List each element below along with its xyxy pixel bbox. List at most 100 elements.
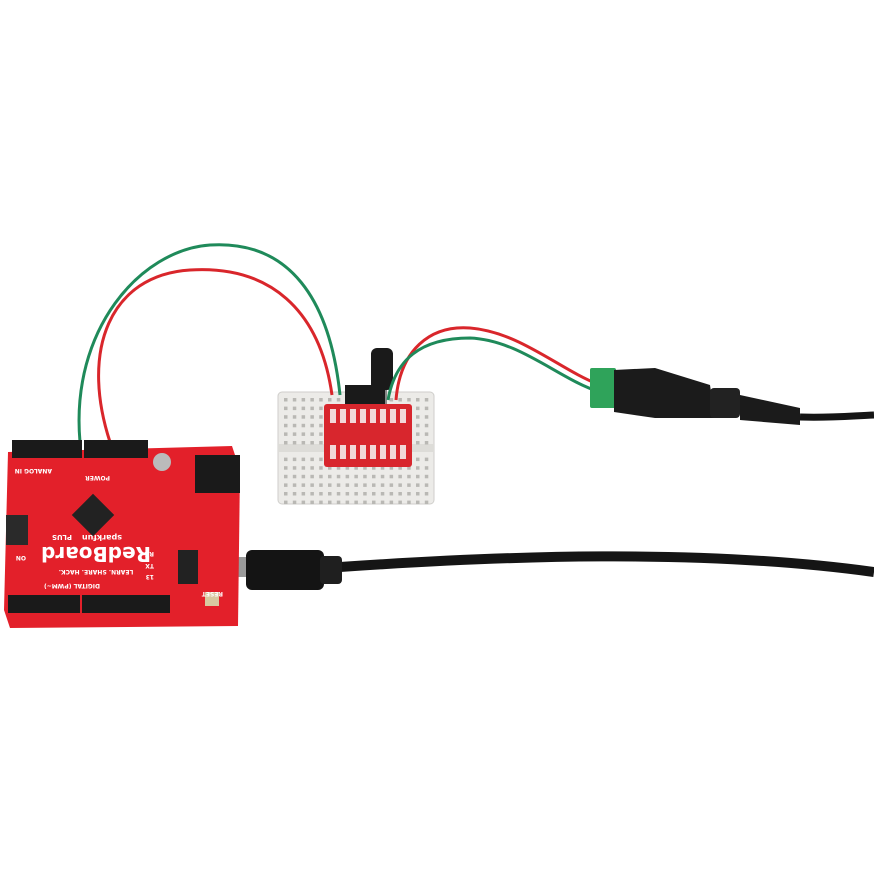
breadboard-hole (354, 474, 358, 479)
breadboard-hole (424, 466, 429, 470)
breadboard-hole (354, 483, 358, 487)
board-brand: sparkfun (82, 533, 122, 542)
breadboard-hole (407, 474, 411, 479)
breadboard-hole (407, 492, 411, 496)
breadboard-hole (416, 398, 420, 402)
breadboard-hole (336, 492, 341, 496)
breadboard-hole (310, 441, 314, 445)
breadboard-hole (416, 466, 420, 470)
breadboard-hole (389, 466, 394, 470)
breadboard-hole (345, 466, 350, 470)
breadboard-hole (380, 466, 385, 470)
breadboard-hole (319, 483, 323, 487)
module-pin-pad (350, 409, 356, 423)
breadboard-hole (372, 466, 376, 470)
breadboard-hole (380, 500, 385, 505)
breadboard-hole (372, 474, 376, 479)
breadboard-hole (416, 483, 420, 487)
breadboard-hole (328, 483, 332, 487)
breadboard-hole (284, 406, 288, 411)
breadboard-hole (292, 474, 297, 479)
red-wire-right (394, 326, 601, 401)
breadboard-hole (336, 500, 341, 505)
module-pin-pad (360, 445, 366, 459)
module-pin-pad (370, 409, 376, 423)
breadboard-hole (424, 406, 429, 411)
breadboard-hole (301, 432, 306, 436)
tx-label: TX (145, 562, 154, 569)
usb-c-plug (228, 550, 342, 590)
breadboard-hole (416, 474, 420, 479)
breadboard-hole (424, 474, 429, 479)
breadboard-hole (319, 398, 323, 402)
breadboard-hole (398, 398, 402, 402)
breadboard-hole (389, 483, 394, 487)
breadboard-hole (336, 398, 341, 402)
breadboard-hole (424, 441, 429, 445)
breadboard-hole (284, 415, 288, 419)
breadboard-hole (424, 457, 429, 462)
module-pin-pad (400, 409, 406, 423)
breadboard-hole (284, 423, 288, 428)
breadboard-hole (284, 474, 288, 479)
breadboard-hole (292, 492, 297, 496)
breadboard-hole (372, 483, 376, 487)
breadboard-hole (345, 500, 350, 505)
breadboard-hole (416, 423, 420, 428)
breadboard-hole (301, 474, 306, 479)
breadboard-hole (292, 423, 297, 428)
breadboard-hole (424, 483, 429, 487)
breadboard-hole (310, 474, 314, 479)
breadboard-hole (328, 466, 332, 470)
breadboard-hole (292, 398, 297, 402)
breadboard-hole (301, 457, 306, 462)
breadboard-hole (407, 483, 411, 487)
dc-barrel-adapter (590, 368, 800, 425)
breadboard-hole (372, 492, 376, 496)
breadboard-hole (310, 457, 314, 462)
module-pin-pad (360, 409, 366, 423)
breadboard-hole (328, 474, 332, 479)
breadboard-hole (389, 492, 394, 496)
power-label: POWER (85, 474, 110, 481)
module-pin-pad (350, 445, 356, 459)
breadboard-hole (398, 483, 402, 487)
breadboard-hole (380, 483, 385, 487)
module-pin-pad (340, 409, 346, 423)
module-pin-pad (380, 445, 386, 459)
on-label: ON (16, 554, 26, 561)
breadboard-hole (416, 492, 420, 496)
board-name: RedBoard (41, 542, 151, 566)
breadboard-hole (284, 483, 288, 487)
module-pin-pad (390, 409, 396, 423)
breadboard-hole (310, 492, 314, 496)
breadboard-hole (284, 492, 288, 496)
breadboard-hole (292, 415, 297, 419)
breadboard-hole (389, 398, 394, 402)
usb-cable (339, 551, 874, 577)
module-pin-pad (330, 409, 336, 423)
breadboard-hole (310, 500, 314, 505)
breadboard-hole (284, 466, 288, 470)
green-wire-right (386, 336, 601, 401)
pin13-label: 13 (146, 573, 154, 580)
breadboard-hole (363, 492, 367, 496)
breadboard-hole (301, 415, 306, 419)
breadboard-hole (380, 474, 385, 479)
breadboard-hole (389, 474, 394, 479)
breadboard-hole (319, 492, 323, 496)
breadboard-hole (416, 406, 420, 411)
breadboard-hole (292, 500, 297, 505)
dc-power-cable (799, 411, 874, 421)
breadboard-hole (301, 406, 306, 411)
breadboard-hole (354, 466, 358, 470)
breadboard-hole (424, 398, 429, 402)
module-pin-pad (400, 445, 406, 459)
breadboard-hole (310, 432, 314, 436)
breadboard-hole (310, 398, 314, 402)
breadboard-hole (407, 500, 411, 505)
analog-in-label: ANALOG IN (15, 467, 52, 474)
breadboard-hole (310, 423, 314, 428)
breadboard-hole (284, 441, 288, 445)
